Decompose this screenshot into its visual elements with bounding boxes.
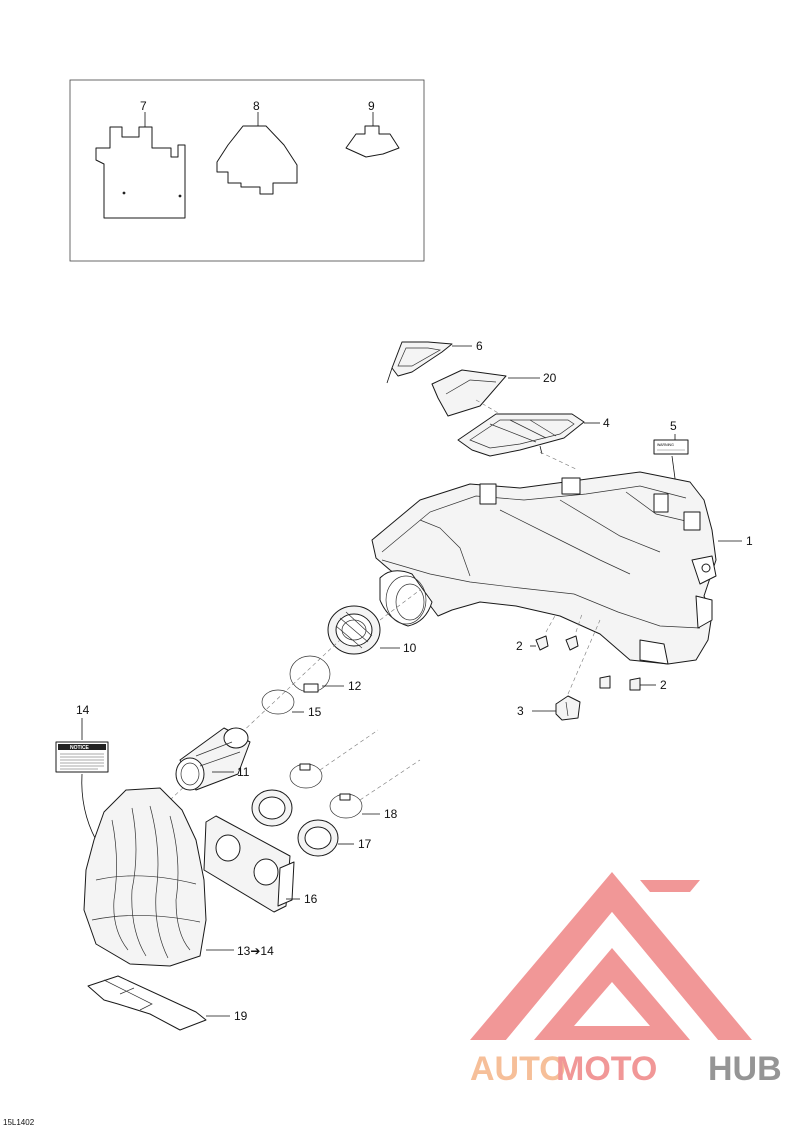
callout-13: 13➔14 <box>237 944 274 958</box>
callout-2-left: 2 <box>516 639 523 653</box>
callout-9: 9 <box>368 99 375 113</box>
warning-label-title: WARNING <box>657 443 674 447</box>
part-3-grommet <box>555 695 581 721</box>
callout-6: 6 <box>476 339 483 353</box>
drawing-id: 15L1402 <box>3 1118 35 1127</box>
callout-4: 4 <box>603 416 610 430</box>
callout-3: 3 <box>517 704 524 718</box>
inset-frame <box>69 79 425 262</box>
part-2-clip-c <box>599 675 611 689</box>
callout-20: 20 <box>543 371 557 385</box>
part-12-clamp <box>289 655 331 693</box>
callout-1: 1 <box>746 534 753 548</box>
callout-18: 18 <box>384 807 398 821</box>
part-2-clip-a <box>535 635 549 651</box>
callout-16: 16 <box>304 892 318 906</box>
watermark-text-hub: HUB <box>708 1050 782 1088</box>
part-19-pad <box>87 975 207 1031</box>
callout-11: 11 <box>237 765 250 779</box>
notice-label-title: NOTICE <box>70 745 90 751</box>
part-13-filter-housing <box>83 787 207 967</box>
part-16-bracket-plate <box>203 815 295 913</box>
callout-14: 14 <box>76 703 90 717</box>
part-20-pad <box>431 369 507 417</box>
part-11-intake-tube <box>175 727 251 791</box>
part-18-clamp <box>289 763 363 819</box>
callout-17: 17 <box>358 837 372 851</box>
part-5-warning-label: WARNING <box>653 439 689 455</box>
watermark-text-auto: AUTO <box>470 1050 566 1088</box>
callout-12: 12 <box>348 679 362 693</box>
callout-19: 19 <box>234 1009 248 1023</box>
part-7-pad <box>95 126 186 219</box>
callout-8: 8 <box>253 99 260 113</box>
part-8-pad <box>216 125 298 195</box>
callout-5: 5 <box>670 419 677 433</box>
watermark-text-moto: MOTO <box>556 1050 657 1088</box>
part-15-o-ring <box>261 689 295 715</box>
part-17-clamp <box>251 789 293 827</box>
part-17-clamp-b <box>297 819 339 857</box>
part-6-cover <box>386 341 453 384</box>
part-2-clip-d <box>629 677 641 691</box>
part-4-grille-cover <box>457 413 585 457</box>
part-14-notice-label: NOTICE <box>55 741 109 773</box>
part-1-airbox <box>371 471 717 665</box>
part-10-adapter-ring <box>327 605 381 655</box>
callout-7: 7 <box>140 99 147 113</box>
callout-15: 15 <box>308 705 322 719</box>
callout-2-right: 2 <box>660 678 667 692</box>
part-2-clip-b <box>565 635 579 651</box>
part-9-pad <box>345 125 400 158</box>
callout-10: 10 <box>403 641 417 655</box>
watermark-logo: AUTO MOTO HUB <box>470 872 782 1088</box>
